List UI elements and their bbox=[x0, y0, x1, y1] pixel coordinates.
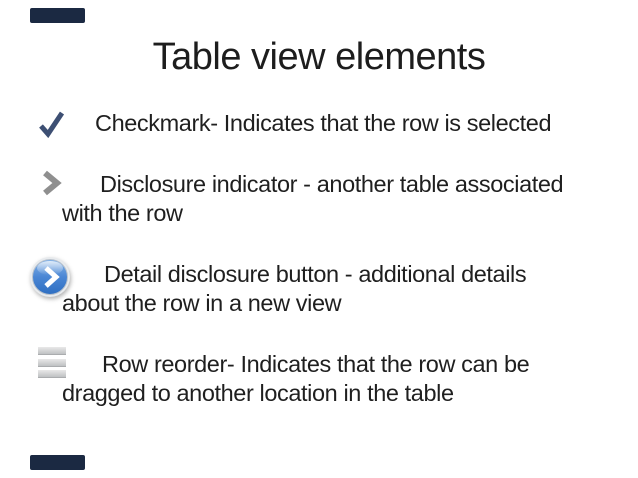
bullet-line: Checkmark- Indicates that the row is sel… bbox=[95, 110, 552, 136]
bullet-line: about the row in a new view bbox=[62, 290, 342, 316]
row-reorder-icon bbox=[38, 347, 66, 378]
slide-title: Table view elements bbox=[152, 36, 486, 78]
reorder-grip-bar bbox=[38, 358, 66, 367]
bullet-line: dragged to another location in the table bbox=[62, 380, 454, 406]
top-left-accent-bar bbox=[30, 8, 85, 23]
reorder-grip-bar bbox=[38, 347, 66, 355]
reorder-grip-bar bbox=[38, 370, 66, 378]
detail-disclosure-button-icon bbox=[29, 256, 71, 298]
bullet-line: with the row bbox=[62, 200, 183, 226]
checkmark-icon bbox=[38, 110, 65, 139]
bullet-line: Disclosure indicator - another table ass… bbox=[100, 171, 564, 197]
bottom-left-accent-bar bbox=[30, 455, 85, 470]
bullet-line: Detail disclosure button - additional de… bbox=[104, 261, 527, 287]
bullet-line: Row reorder- Indicates that the row can … bbox=[102, 351, 530, 377]
disclosure-indicator-icon bbox=[41, 169, 63, 197]
